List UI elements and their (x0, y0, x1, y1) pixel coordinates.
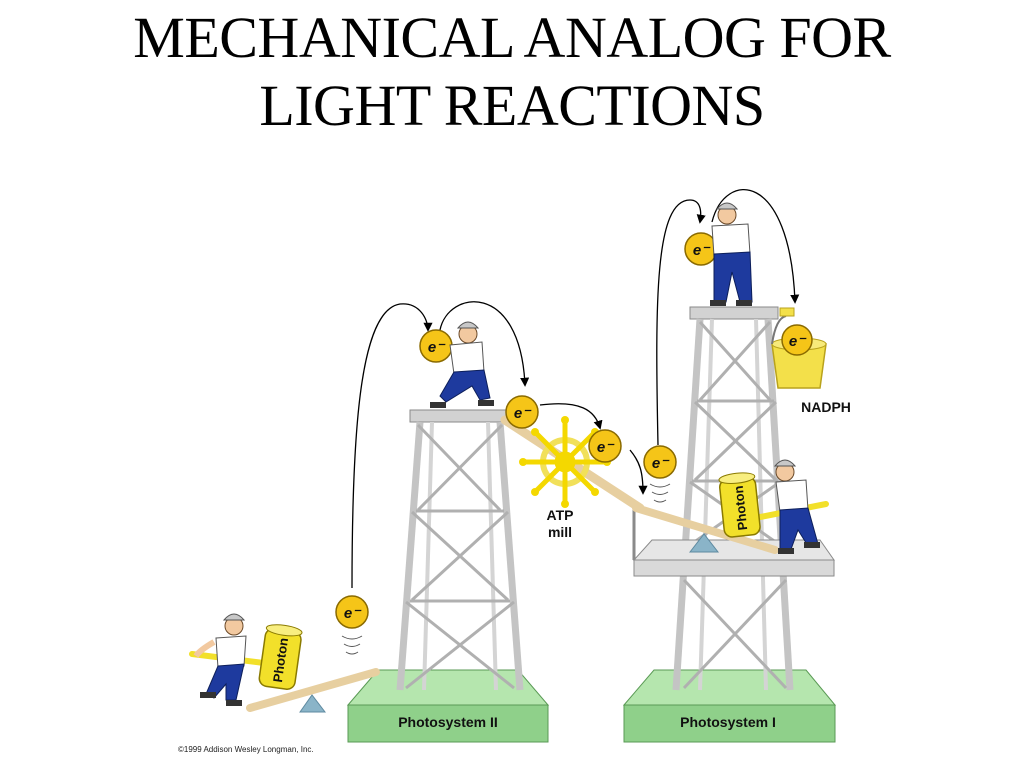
photon-mallet-left: Photon (189, 624, 303, 690)
electron-label: e⁻ (514, 405, 532, 422)
title-line-2: LIGHT REACTIONS (259, 73, 765, 138)
copyright-notice: ©1999 Addison Wesley Longman, Inc. (178, 745, 314, 754)
electron-label: e⁻ (652, 455, 670, 472)
worker-tower2 (430, 321, 494, 408)
electron-at-mill: e⁻ (588, 429, 622, 463)
worker-tower1-lower (773, 459, 820, 554)
arrow-tower2-over (439, 301, 530, 387)
photosystem2-label: Photosystem II (398, 714, 498, 730)
electron-falling-right: e⁻ (643, 445, 677, 503)
electron-path-arrows (351, 189, 800, 589)
tower-photosystem2 (396, 409, 524, 691)
electron-ramp-top: e⁻ (505, 395, 539, 429)
photon-mallet-right: Photon (718, 472, 829, 538)
arrow-ramp-to-mill (539, 403, 603, 430)
slide-title: MECHANICAL ANALOG FOR LIGHT REACTIONS (0, 4, 1024, 140)
photosystem1-label: Photosystem I (680, 714, 776, 730)
electron-tower2-carried: e⁻ (419, 329, 453, 363)
arrow-ground-to-tower2 (351, 303, 433, 589)
electron-tower1-carried: e⁻ (684, 232, 718, 266)
electron-group: e⁻ e⁻ e⁻ e⁻ e⁻ e⁻ e⁻ (335, 232, 813, 655)
electron-left-flying: e⁻ (335, 595, 369, 655)
worker-bottom-left (193, 613, 247, 706)
electron-in-bucket: e⁻ (781, 324, 813, 356)
electron-label: e⁻ (597, 439, 615, 456)
electron-label: e⁻ (693, 242, 711, 259)
seesaw-left (246, 668, 380, 713)
arrow-tower1-to-bucket (711, 189, 800, 304)
photon-label-right: Photon (731, 485, 751, 531)
arrow-to-tower1-top (656, 199, 706, 446)
nadph-label: NADPH (801, 399, 851, 415)
tower-photosystem1 (632, 306, 835, 691)
electron-label: e⁻ (428, 339, 446, 356)
title-line-1: MECHANICAL ANALOG FOR (133, 5, 891, 70)
seesaw-right (632, 504, 779, 554)
atp-mill-label-line1: ATP (547, 507, 574, 523)
worker-tower1-top (710, 202, 753, 306)
arrow-mill-drop (629, 449, 648, 495)
photon-label-left: Photon (270, 637, 291, 683)
electron-label: e⁻ (789, 333, 807, 350)
atp-mill (519, 416, 611, 508)
photosystem1-base: Photosystem I (622, 669, 837, 743)
electron-label: e⁻ (344, 605, 362, 622)
atp-mill-label-line2: mill (548, 524, 572, 540)
